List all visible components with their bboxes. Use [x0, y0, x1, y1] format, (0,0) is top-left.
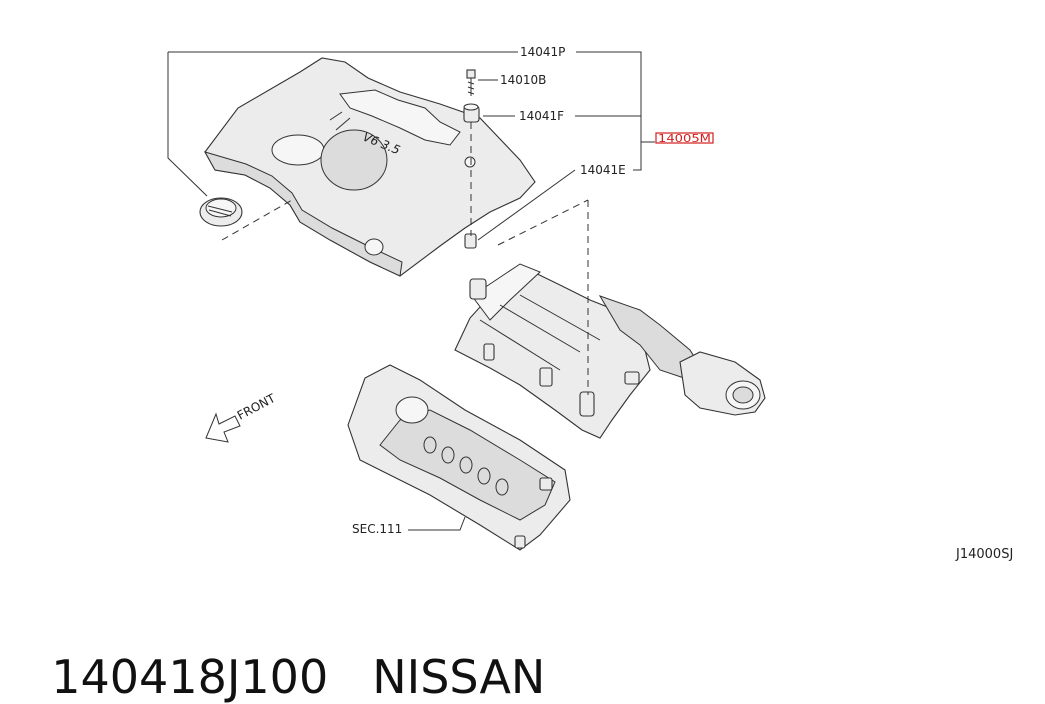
part-footer: 140418J100 NISSAN: [22, 596, 545, 704]
parts-diagram: V6 3.5: [167, 45, 1013, 562]
front-direction-indicator: FRONT: [205, 391, 278, 443]
front-label: FRONT: [235, 391, 278, 423]
bolt-14010b[interactable]: [466, 69, 476, 96]
callout-sec-111[interactable]: SEC.111: [352, 522, 402, 536]
callout-14005m-highlighted[interactable]: 14005M: [655, 132, 714, 145]
diagram-code: J14000SJ: [955, 547, 1013, 562]
rocker-cover[interactable]: [347, 364, 571, 551]
callout-14041p[interactable]: 14041P: [520, 45, 565, 59]
grommet-14041f[interactable]: [463, 103, 480, 123]
throttle-body[interactable]: [679, 351, 766, 416]
brand-name: NISSAN: [372, 650, 546, 704]
callout-14041e[interactable]: 14041E: [580, 163, 626, 177]
bolt-14041e[interactable]: [464, 233, 477, 249]
callout-14005m[interactable]: 14005M: [658, 133, 711, 145]
callout-14010b[interactable]: 14010B: [500, 73, 546, 87]
front-arrow-icon: [205, 412, 241, 443]
oil-filler-cap[interactable]: [199, 197, 243, 227]
callout-14041f[interactable]: 14041F: [519, 109, 564, 123]
intake-manifold[interactable]: [454, 263, 701, 439]
part-number: 140418J100: [51, 650, 329, 704]
engine-cover[interactable]: V6 3.5: [203, 57, 536, 277]
